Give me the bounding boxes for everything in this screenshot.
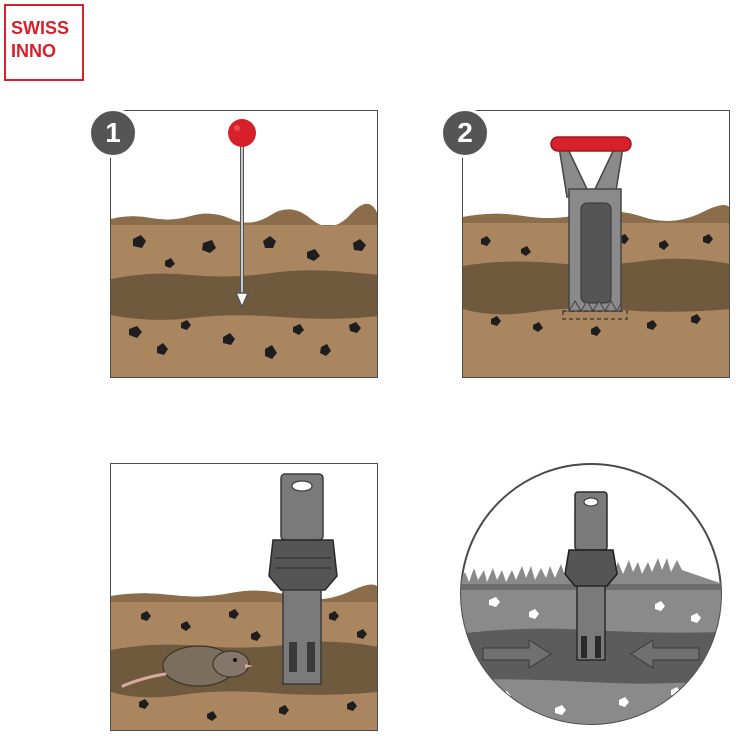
trap-with-mole-illustration bbox=[111, 473, 377, 730]
step-2-panel bbox=[462, 110, 730, 378]
tunnel-tool-illustration bbox=[463, 136, 729, 377]
logo-text-line2: INNO bbox=[11, 41, 56, 61]
soil-probe-illustration bbox=[111, 119, 377, 377]
step-2-badge: 2 bbox=[440, 108, 490, 158]
logo-text-line1: SWISS bbox=[11, 18, 70, 38]
step-1-badge: 1 bbox=[88, 108, 138, 158]
swiss-inno-logo: SWISS INNO bbox=[4, 4, 84, 81]
step-1-panel bbox=[110, 110, 378, 378]
trap-closeup-circle bbox=[459, 462, 723, 726]
trap-cross-section-illustration bbox=[460, 463, 722, 725]
trap-panel bbox=[110, 463, 378, 731]
